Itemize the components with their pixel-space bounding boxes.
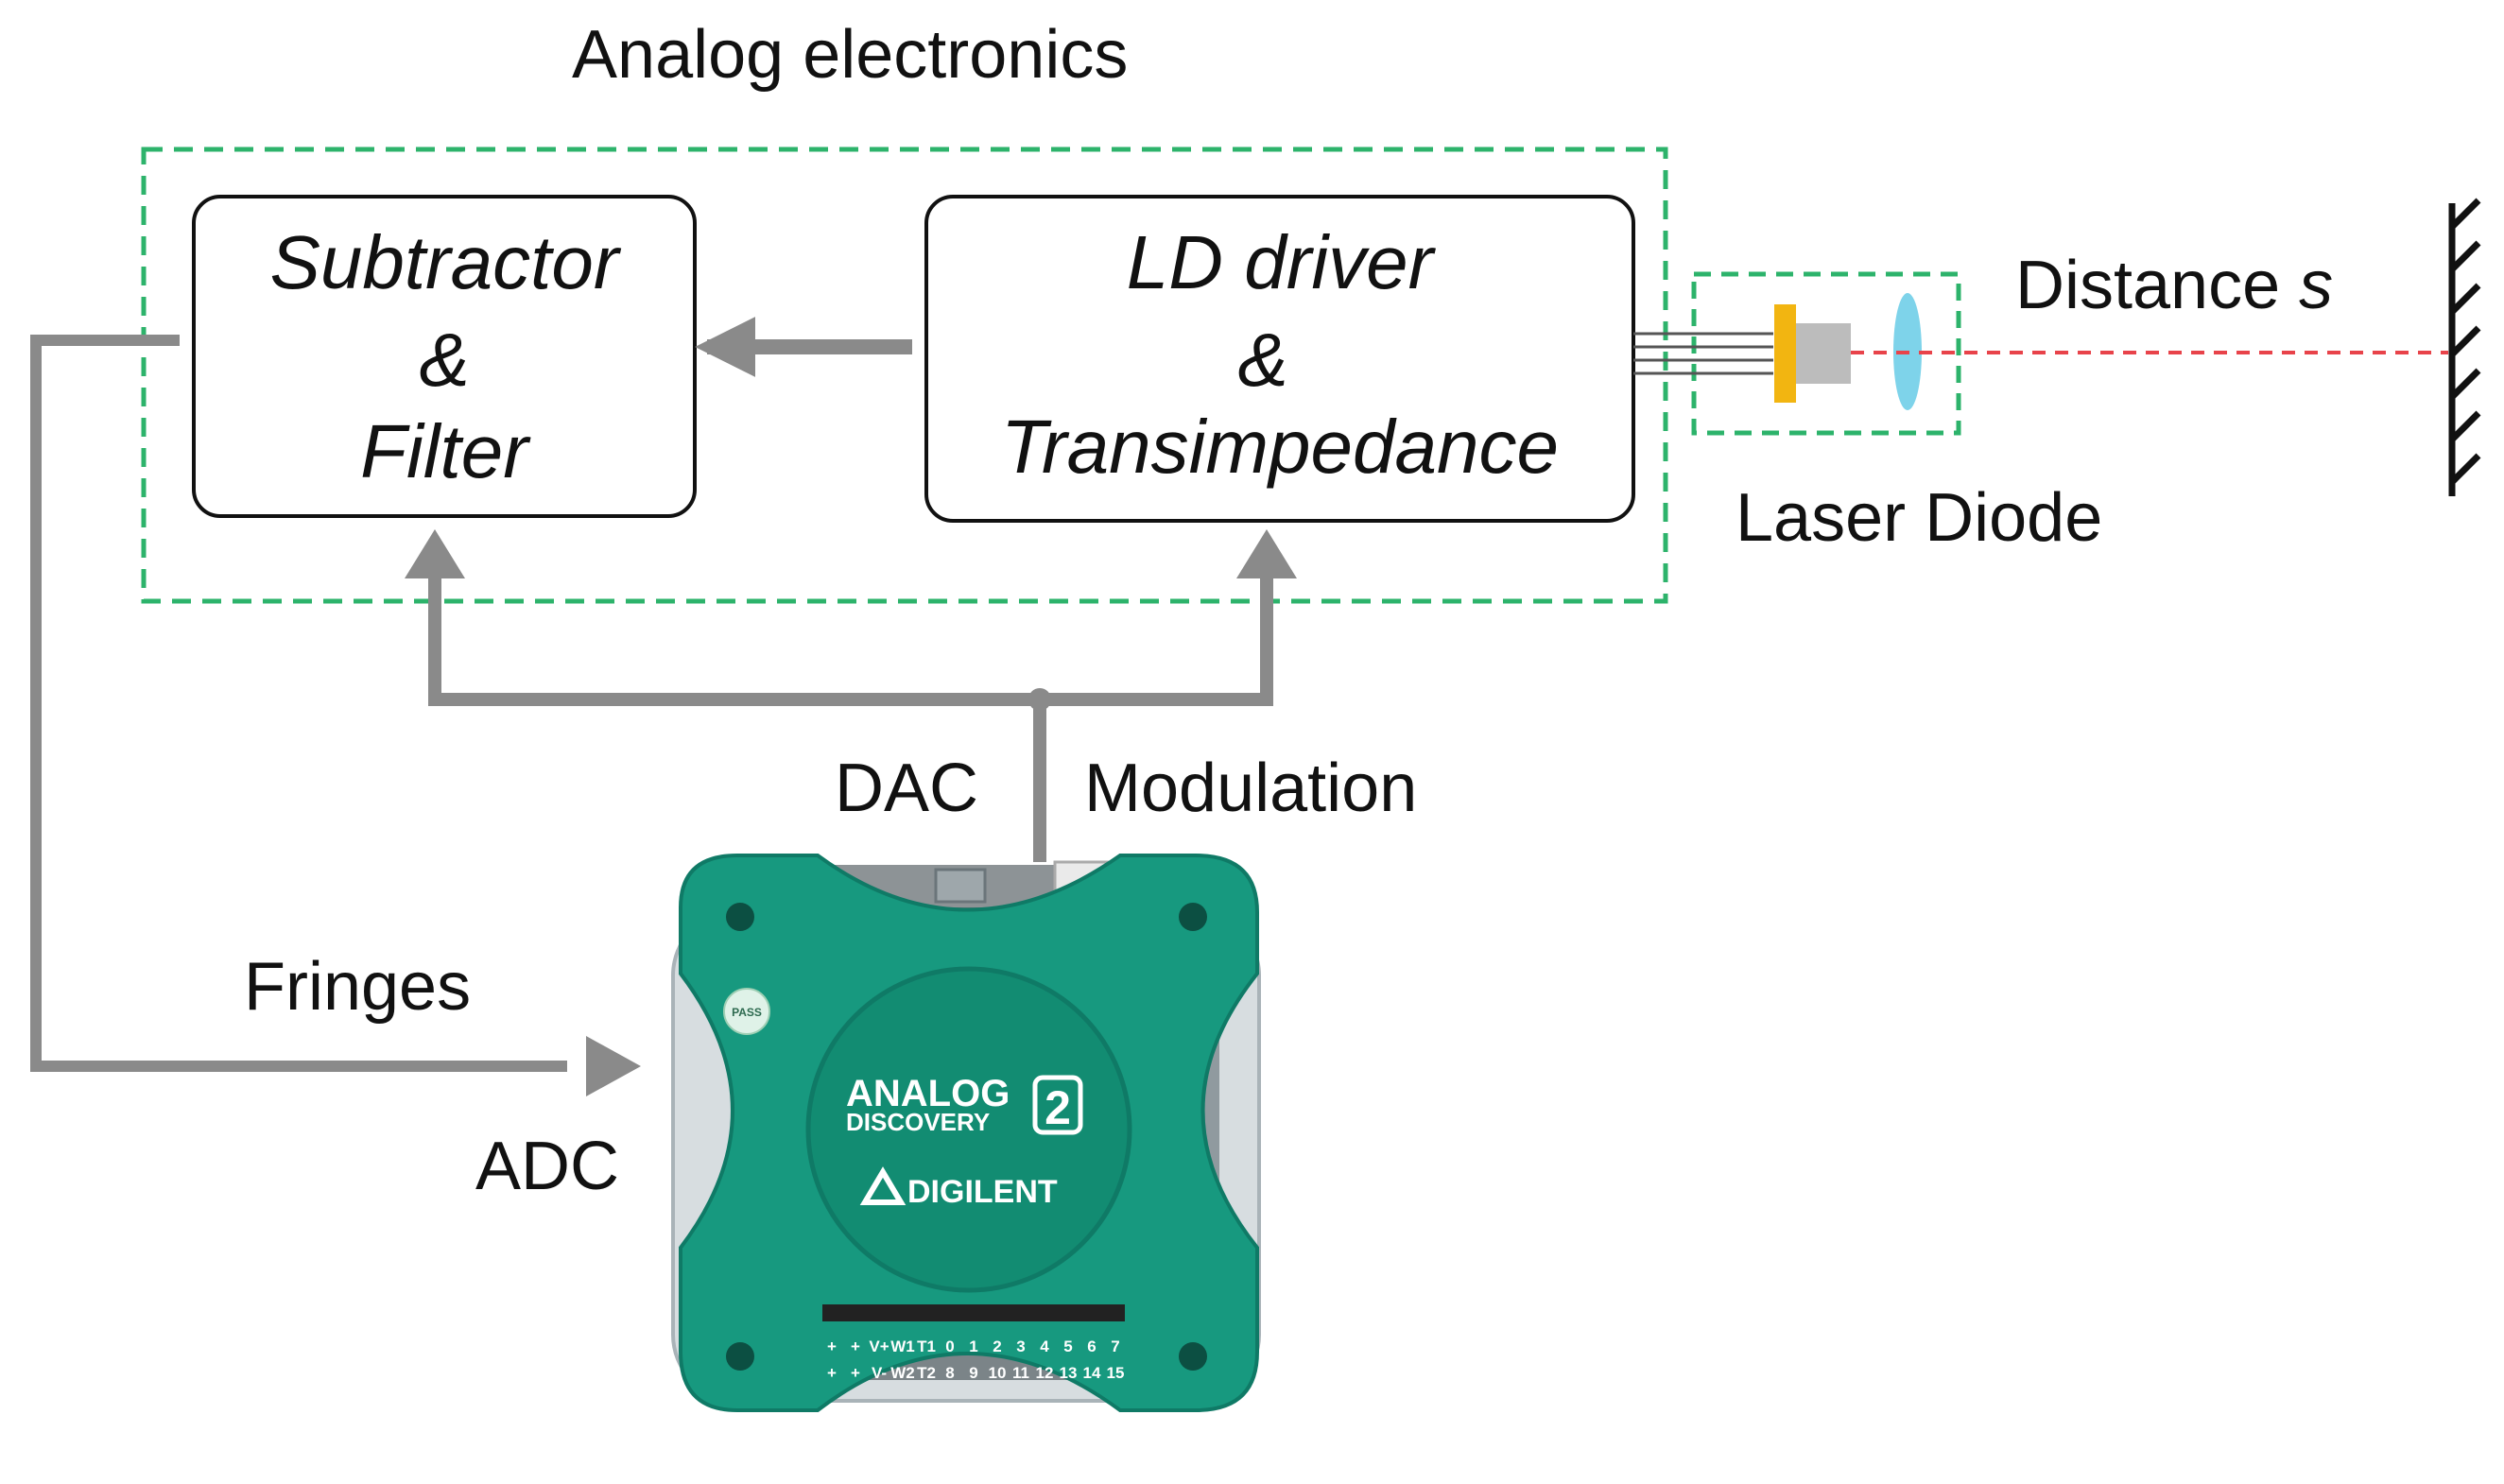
pin-label: W2 (890, 1364, 915, 1382)
dac-modulation-lines (428, 575, 1273, 862)
laser-diode-icon (1633, 271, 1961, 436)
distance-variable: s (2299, 248, 2333, 323)
dac-to-ld-driver-arrowhead (1236, 529, 1297, 578)
digilent-logo-icon (859, 1166, 907, 1205)
pin-label: 7 (1111, 1337, 1119, 1355)
analog-electronics-box (141, 147, 1668, 604)
pass-sticker-text: PASS (732, 1006, 762, 1019)
transimpedance-label: Transimpedance (1001, 405, 1559, 489)
pin-label: 4 (1040, 1337, 1049, 1355)
dac-junction-dot (1028, 688, 1051, 711)
pin-label: + (851, 1337, 860, 1355)
pin-label: 8 (945, 1364, 954, 1382)
pin-label: + (827, 1337, 837, 1355)
pin-label: T1 (917, 1337, 936, 1355)
pin-label: W1 (890, 1337, 915, 1355)
pin-label: 10 (989, 1364, 1007, 1382)
dac-to-subtractor-arrowhead (405, 529, 465, 578)
dac-label: DAC (835, 751, 978, 826)
ld-driver-block: LD driver & Transimpedance (924, 195, 1635, 523)
pin-label: 1 (969, 1337, 977, 1355)
pin-label: 9 (969, 1364, 977, 1382)
pin-label: V- (872, 1364, 887, 1382)
pin-header (822, 1304, 1125, 1321)
pin-label: V+ (869, 1337, 889, 1355)
pin-label: 6 (1087, 1337, 1096, 1355)
device-brand-line2: DISCOVERY (846, 1108, 990, 1136)
subtractor-label: Subtractor (269, 220, 621, 304)
fringes-label: Fringes (244, 949, 471, 1025)
pin-label: 13 (1060, 1364, 1078, 1382)
filter-label: Filter (360, 409, 531, 493)
pin-label: 12 (1036, 1364, 1054, 1382)
pin-label: 15 (1107, 1364, 1125, 1382)
pin-label: 2 (993, 1337, 1001, 1355)
pin-label: 11 (1012, 1364, 1029, 1382)
device-brand-number: 2 (1045, 1081, 1071, 1134)
mirror-icon (2448, 198, 2481, 496)
subtractor-filter-block: Subtractor & Filter (192, 195, 697, 518)
ld-driver-label: LD driver (1127, 220, 1437, 304)
pin-label: T2 (917, 1364, 936, 1382)
ld-driver-ampersand: & (1237, 318, 1287, 402)
fringes-to-adc-arrowhead (586, 1036, 641, 1096)
pin-label: 14 (1083, 1364, 1101, 1382)
pin-label: + (827, 1364, 837, 1382)
fringes-line (30, 335, 567, 1072)
distance-prefix: Distance (2015, 248, 2299, 323)
subtractor-ampersand: & (419, 318, 469, 402)
device-maker: DIGILENT (907, 1174, 1058, 1210)
analog-electronics-label: Analog electronics (572, 17, 1128, 93)
pin-label: 0 (945, 1337, 954, 1355)
distance-label: Distance s (2015, 248, 2333, 323)
device-brand-line1: ANALOG (846, 1073, 1010, 1114)
pin-label: + (851, 1364, 860, 1382)
modulation-label: Modulation (1084, 751, 1417, 826)
pin-label: 3 (1016, 1337, 1025, 1355)
pin-label: 5 (1063, 1337, 1072, 1355)
laser-diode-label: Laser Diode (1736, 480, 2102, 556)
adc-label: ADC (475, 1129, 619, 1204)
